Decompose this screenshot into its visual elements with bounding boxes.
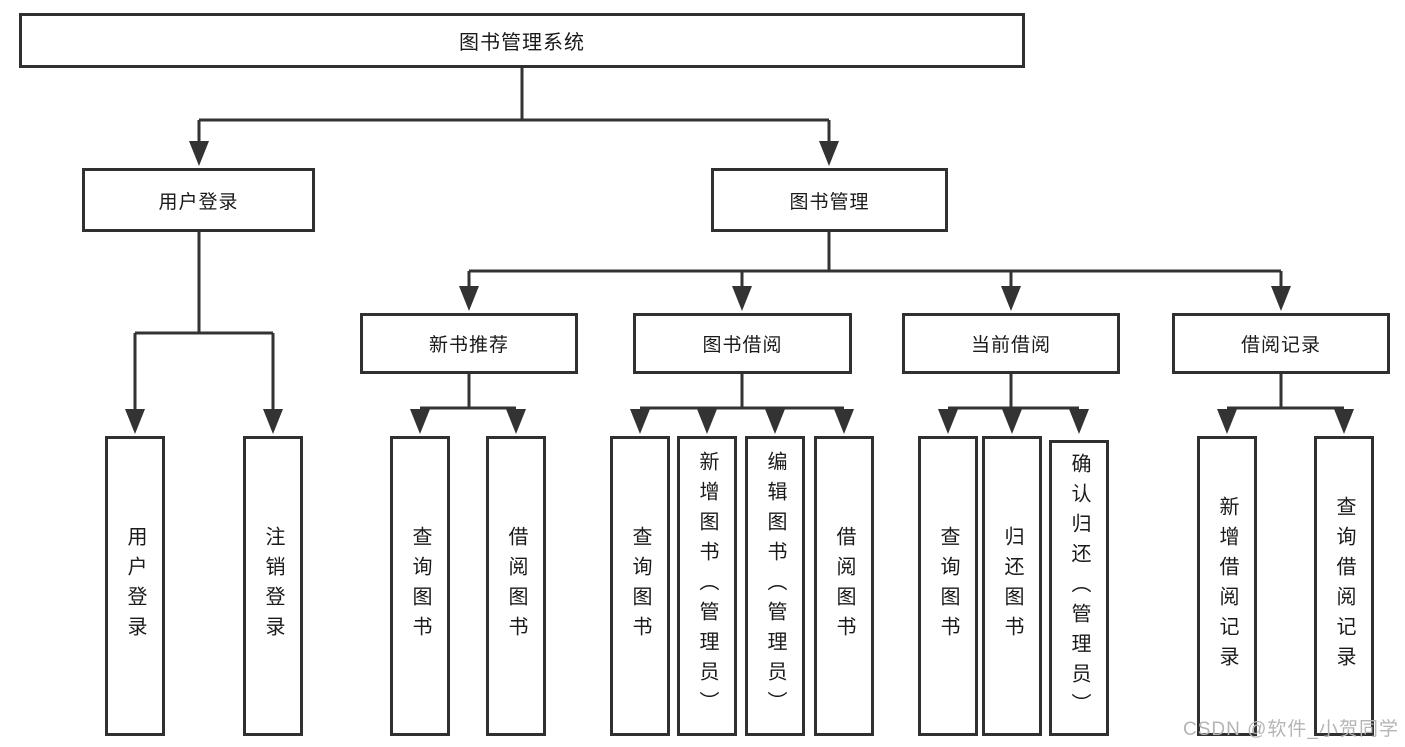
node-root-system: 图书管理系统 xyxy=(19,13,1025,68)
leaf-current-return-books: 归还图书 xyxy=(982,436,1042,736)
node-new-book-recommend-label: 新书推荐 xyxy=(428,335,509,356)
node-book-borrow-label: 图书借阅 xyxy=(702,335,783,356)
node-user-login-label: 用户登录 xyxy=(158,191,239,213)
leaf-current-query-books: 查询图书 xyxy=(918,436,978,736)
leaf-current-confirm-return-admin: 确认归还（管理员） xyxy=(1049,440,1109,736)
leaf-user-login: 用户登录 xyxy=(105,436,165,736)
leaf-current-confirm-return-admin-label: 确认归还（管理员） xyxy=(1068,453,1090,723)
node-book-management: 图书管理 xyxy=(711,168,948,232)
leaf-borrow-add-books-admin-label: 新增图书（管理员） xyxy=(696,451,718,721)
leaf-user-login-label: 用户登录 xyxy=(124,526,146,646)
arrowheads xyxy=(125,141,1354,434)
node-borrow-records-label: 借阅记录 xyxy=(1240,335,1321,356)
node-borrow-records: 借阅记录 xyxy=(1172,313,1390,374)
leaf-borrow-query-books-label: 查询图书 xyxy=(629,526,651,646)
node-book-borrow: 图书借阅 xyxy=(633,313,852,374)
leaf-borrow-query-books: 查询图书 xyxy=(610,436,670,736)
leaf-current-query-books-label: 查询图书 xyxy=(937,526,959,646)
node-new-book-recommend: 新书推荐 xyxy=(360,313,578,374)
leaf-recommend-borrow-books-label: 借阅图书 xyxy=(505,526,527,646)
csdn-watermark: CSDN @软件_小贺同学 xyxy=(1183,719,1399,740)
connector-paths xyxy=(133,68,1344,410)
leaf-recommend-query-books: 查询图书 xyxy=(390,436,450,736)
leaf-records-query-record: 查询借阅记录 xyxy=(1314,436,1374,736)
leaf-records-query-record-label: 查询借阅记录 xyxy=(1333,496,1355,676)
node-user-login: 用户登录 xyxy=(82,168,315,232)
leaf-current-return-books-label: 归还图书 xyxy=(1001,526,1023,646)
node-current-borrow-label: 当前借阅 xyxy=(970,335,1051,356)
leaf-borrow-borrow-books: 借阅图书 xyxy=(814,436,874,736)
leaf-logout-label: 注销登录 xyxy=(262,526,284,646)
node-current-borrow: 当前借阅 xyxy=(902,313,1120,374)
leaf-recommend-borrow-books: 借阅图书 xyxy=(486,436,546,736)
leaf-borrow-edit-books-admin: 编辑图书（管理员） xyxy=(745,436,805,736)
leaf-recommend-query-books-label: 查询图书 xyxy=(409,526,431,646)
leaf-records-add-record: 新增借阅记录 xyxy=(1197,436,1257,736)
leaf-logout: 注销登录 xyxy=(243,436,303,736)
leaf-records-add-record-label: 新增借阅记录 xyxy=(1216,496,1238,676)
node-book-management-label: 图书管理 xyxy=(789,191,870,213)
leaf-borrow-add-books-admin: 新增图书（管理员） xyxy=(677,436,737,736)
leaf-borrow-edit-books-admin-label: 编辑图书（管理员） xyxy=(764,451,786,721)
leaf-borrow-borrow-books-label: 借阅图书 xyxy=(833,526,855,646)
node-root-label: 图书管理系统 xyxy=(459,32,585,54)
